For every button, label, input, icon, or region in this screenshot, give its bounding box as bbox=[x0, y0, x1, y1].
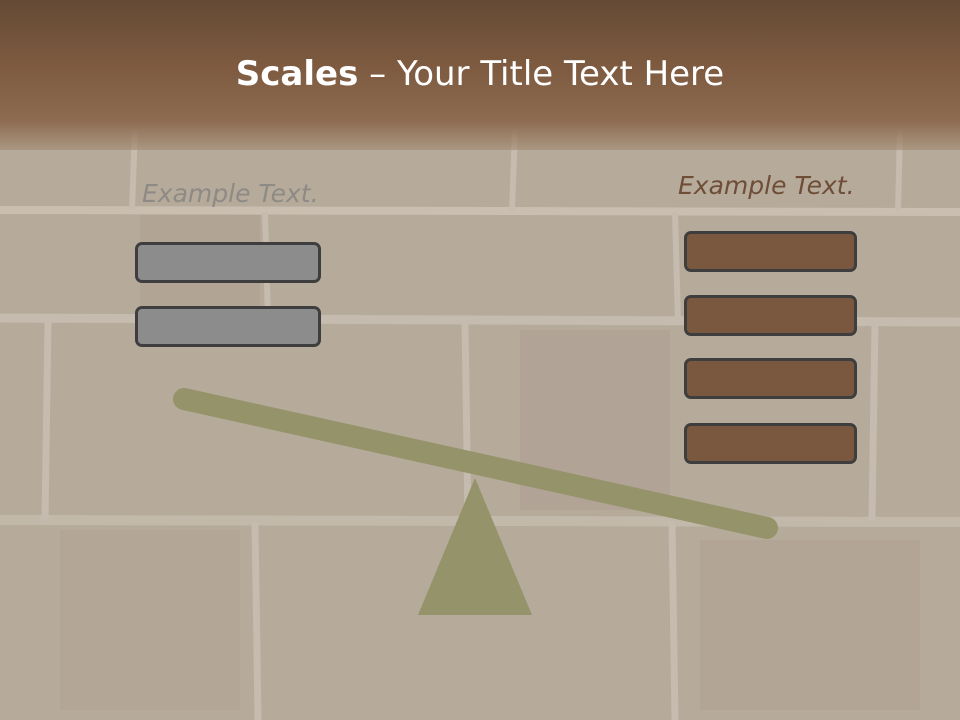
title-rest: – Your Title Text Here bbox=[358, 54, 725, 94]
title-bold: Scales bbox=[235, 54, 359, 94]
left-box-2 bbox=[135, 306, 321, 347]
right-box-3 bbox=[684, 358, 857, 399]
seesaw-beam bbox=[173, 388, 778, 539]
slide-title: Scales – Your Title Text Here bbox=[0, 52, 960, 96]
left-label: Example Text. bbox=[142, 179, 319, 208]
right-label: Example Text. bbox=[678, 171, 855, 200]
right-box-4 bbox=[684, 423, 857, 464]
left-box-1 bbox=[135, 242, 321, 283]
seesaw-fulcrum bbox=[418, 478, 532, 615]
right-box-2 bbox=[684, 295, 857, 336]
right-box-1 bbox=[684, 231, 857, 272]
title-banner bbox=[0, 0, 960, 150]
